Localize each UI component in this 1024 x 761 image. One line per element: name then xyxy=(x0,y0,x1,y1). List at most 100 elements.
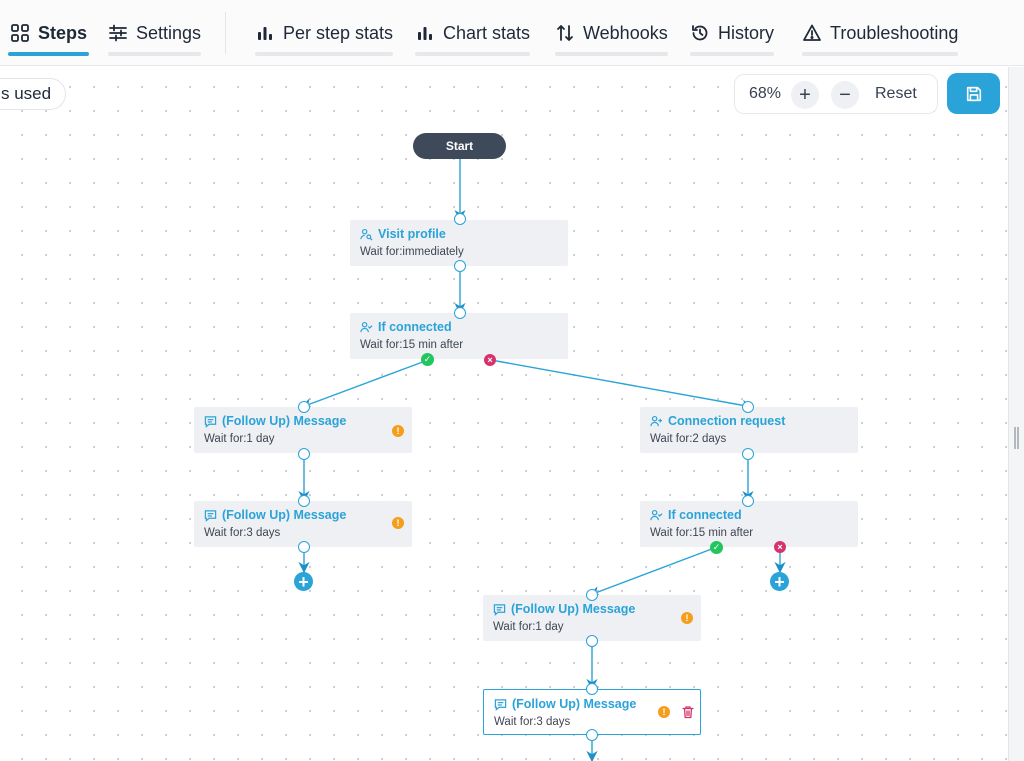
input-port[interactable] xyxy=(454,307,466,319)
tab-webhooks-indicator xyxy=(555,52,668,56)
step-node-title: If connected xyxy=(360,320,452,334)
tab-troubleshooting[interactable]: Troubleshooting xyxy=(802,0,959,66)
tab-chart-stats[interactable]: Chart stats xyxy=(415,0,531,66)
user-check-icon xyxy=(650,509,663,520)
credits-used-badge: s used xyxy=(0,78,67,110)
output-port[interactable] xyxy=(586,729,598,741)
step-node-connection-request[interactable]: Connection request Wait for:2 days xyxy=(640,407,858,453)
tab-per-step-stats-label: Per step stats xyxy=(283,22,394,43)
add-step-button[interactable]: + xyxy=(770,572,789,591)
credits-used-text: s used xyxy=(1,84,52,103)
user-plus-icon xyxy=(650,415,663,426)
bar-chart-icon xyxy=(258,27,272,40)
tab-per-step-stats-indicator xyxy=(255,52,394,56)
zoom-in-button[interactable]: + xyxy=(791,81,819,109)
no-branch-icon[interactable]: × xyxy=(774,541,786,553)
message-icon xyxy=(204,509,217,522)
step-node-follow-up-message[interactable]: (Follow Up) Message Wait for:3 days ! xyxy=(194,501,412,547)
input-port[interactable] xyxy=(586,589,598,601)
tab-webhooks[interactable]: Webhooks xyxy=(555,0,668,66)
warning-triangle-icon xyxy=(803,24,821,41)
step-node-wait: Wait for:1 day xyxy=(204,433,275,445)
step-node-title-text: (Follow Up) Message xyxy=(512,697,637,711)
warning-icon[interactable]: ! xyxy=(681,612,693,624)
output-port[interactable] xyxy=(454,260,466,272)
tab-settings[interactable]: Settings xyxy=(108,0,202,66)
step-node-title-text: (Follow Up) Message xyxy=(511,602,636,616)
start-node[interactable]: Start xyxy=(413,133,506,159)
tab-steps-label: Steps xyxy=(38,22,88,43)
tab-webhooks-label: Webhooks xyxy=(583,22,668,43)
warning-icon[interactable]: ! xyxy=(658,706,670,718)
zoom-out-button[interactable]: − xyxy=(831,81,859,109)
step-node-follow-up-message[interactable]: (Follow Up) Message Wait for:1 day ! xyxy=(483,595,701,641)
zoom-level: 68% xyxy=(749,85,782,102)
input-port[interactable] xyxy=(586,683,598,695)
yes-branch-icon[interactable]: ✓ xyxy=(710,541,723,554)
user-search-icon xyxy=(360,228,373,240)
canvas-scrollbar[interactable] xyxy=(1008,67,1024,761)
step-node-wait: Wait for:3 days xyxy=(204,527,281,539)
input-port[interactable] xyxy=(454,213,466,225)
step-node-wait: Wait for:15 min after xyxy=(650,527,754,539)
step-node-title-text: If connected xyxy=(378,320,452,334)
user-check-icon xyxy=(360,321,373,332)
delete-icon[interactable] xyxy=(681,705,695,719)
no-branch-icon[interactable]: × xyxy=(484,354,496,366)
input-port[interactable] xyxy=(742,401,754,413)
tab-chart-stats-indicator xyxy=(415,52,531,56)
step-node-title-text: (Follow Up) Message xyxy=(222,508,347,522)
step-node-if-connected[interactable]: If connected Wait for:15 min after xyxy=(640,501,858,547)
tab-history-indicator xyxy=(690,52,775,56)
step-node-title: (Follow Up) Message xyxy=(494,697,636,711)
sliders-icon xyxy=(109,24,127,42)
step-node-title: Visit profile xyxy=(360,227,446,241)
history-icon xyxy=(692,25,708,41)
step-node-title: Connection request xyxy=(650,414,785,428)
step-node-title: (Follow Up) Message xyxy=(493,602,635,616)
tab-settings-label: Settings xyxy=(136,22,202,43)
warning-icon[interactable]: ! xyxy=(392,425,404,437)
input-port[interactable] xyxy=(298,401,310,413)
tab-troubleshooting-indicator xyxy=(802,52,959,56)
step-node-title: (Follow Up) Message xyxy=(204,508,346,522)
step-node-title-text: If connected xyxy=(668,508,742,522)
tab-settings-indicator xyxy=(108,52,202,56)
output-port[interactable] xyxy=(298,448,310,460)
input-port[interactable] xyxy=(742,495,754,507)
bar-chart-icon xyxy=(418,27,432,40)
tab-steps[interactable]: Steps xyxy=(8,0,90,66)
reset-zoom-button[interactable]: Reset xyxy=(875,85,917,102)
save-button[interactable] xyxy=(947,73,1000,114)
floppy-disk-icon xyxy=(966,86,981,101)
step-node-title: (Follow Up) Message xyxy=(204,414,346,428)
zoom-controls: 68% + − Reset xyxy=(734,74,938,114)
tab-troubleshooting-label: Troubleshooting xyxy=(830,22,959,43)
top-navigation: Steps Settings Per step stats Chart stat… xyxy=(0,0,1024,66)
output-port[interactable] xyxy=(586,635,598,647)
scrollbar-grip[interactable] xyxy=(1014,427,1019,449)
step-node-wait: Wait for:3 days xyxy=(494,716,571,728)
tab-chart-stats-label: Chart stats xyxy=(443,22,531,43)
input-port[interactable] xyxy=(298,495,310,507)
nav-divider xyxy=(225,12,226,54)
message-icon xyxy=(493,603,506,616)
step-node-visit-profile[interactable]: Visit profile Wait for:immediately xyxy=(350,220,568,266)
step-node-wait: Wait for:immediately xyxy=(360,246,464,258)
message-icon xyxy=(494,698,507,711)
step-node-title-text: Visit profile xyxy=(378,227,446,241)
step-node-follow-up-message[interactable]: (Follow Up) Message Wait for:1 day ! xyxy=(194,407,412,453)
add-step-button[interactable]: + xyxy=(294,572,313,591)
warning-icon[interactable]: ! xyxy=(392,517,404,529)
tab-history[interactable]: History xyxy=(690,0,775,66)
message-icon xyxy=(204,415,217,428)
yes-branch-icon[interactable]: ✓ xyxy=(421,353,434,366)
step-node-title-text: Connection request xyxy=(668,414,786,428)
step-node-if-connected[interactable]: If connected Wait for:15 min after xyxy=(350,313,568,359)
tab-per-step-stats[interactable]: Per step stats xyxy=(255,0,394,66)
tab-history-label: History xyxy=(718,22,775,43)
step-node-wait: Wait for:1 day xyxy=(493,621,564,633)
output-port[interactable] xyxy=(298,541,310,553)
output-port[interactable] xyxy=(742,448,754,460)
arrows-up-down-icon xyxy=(557,25,573,41)
